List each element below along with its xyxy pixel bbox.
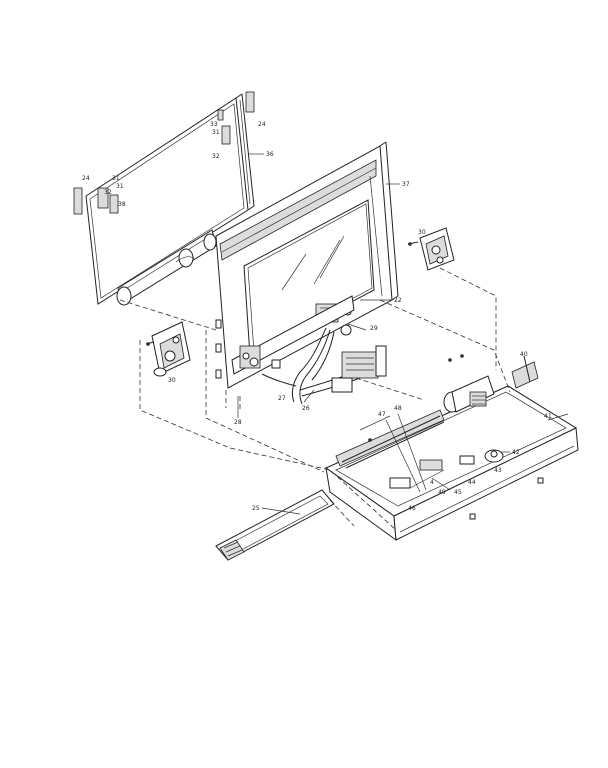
callout-26: 26: [302, 405, 310, 412]
alignment-lines: [119, 267, 511, 531]
callout-36: 36: [266, 151, 274, 158]
callout-30: 30: [418, 229, 426, 236]
callout-31: 31: [116, 183, 124, 190]
callout-28: 28: [234, 419, 242, 426]
callout-31: 31: [112, 175, 120, 182]
callout-45: 45: [454, 489, 462, 496]
callout-33: 33: [210, 121, 218, 128]
left-hinge-assembly: [145, 321, 191, 377]
callout-4: 4: [430, 479, 434, 486]
callout-27: 27: [278, 395, 286, 402]
callout-24: 24: [82, 175, 90, 182]
wire-harness: [249, 324, 387, 405]
callout-24: 24: [258, 121, 266, 128]
callout-38: 38: [118, 201, 126, 208]
inner-door-window-frame: [215, 141, 399, 389]
callout-48: 48: [394, 405, 402, 412]
outer-door-panel: [73, 91, 255, 306]
callout-42: 42: [512, 449, 520, 456]
callout-41: 41: [544, 413, 552, 420]
callout-29: 29: [370, 325, 378, 332]
callout-49: 49: [438, 489, 446, 496]
right-hinge-assembly: [407, 227, 455, 271]
callout-30: 30: [168, 377, 176, 384]
kick-panel: [215, 489, 335, 561]
callout-25: 25: [252, 505, 260, 512]
callout-32: 32: [212, 153, 220, 160]
callout-40: 40: [520, 351, 528, 358]
callout-43: 43: [494, 467, 502, 474]
callout-46: 46: [408, 505, 416, 512]
callout-44: 44: [468, 479, 476, 486]
callout-22: 22: [394, 297, 402, 304]
callout-31: 31: [212, 129, 220, 136]
callout-37: 37: [402, 181, 410, 188]
base-tray: [324, 354, 579, 542]
leader-lines: [237, 153, 569, 515]
callout-labels: 24 31 31 32 38 24 33 31 32 36 37 30 22 2…: [82, 121, 552, 512]
callout-47: 47: [378, 411, 386, 418]
callout-32: 32: [104, 189, 112, 196]
